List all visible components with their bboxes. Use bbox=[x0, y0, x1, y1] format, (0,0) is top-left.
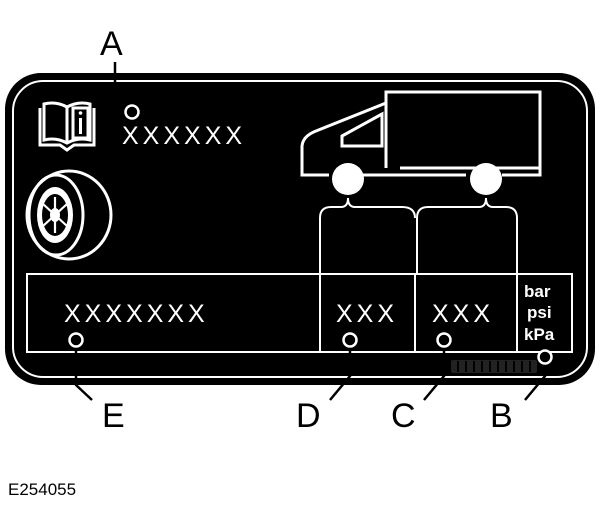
figure-id: E254055 bbox=[8, 480, 76, 499]
owner-manual-icon bbox=[38, 101, 96, 152]
tire-size-placeholder-text: XXXXXXX bbox=[64, 300, 209, 328]
pressure-table bbox=[26, 273, 573, 353]
tire-icon bbox=[25, 169, 113, 261]
callout-dots bbox=[68, 104, 553, 365]
front-pressure-placeholder-text: XXX bbox=[336, 300, 398, 328]
rear-pressure-placeholder-text: XXX bbox=[432, 300, 494, 328]
callout-label-c: C bbox=[391, 397, 416, 435]
callout-label-a: A bbox=[100, 25, 123, 63]
unit-bar: bar bbox=[524, 282, 551, 301]
info-placeholder-text: XXXXXX bbox=[122, 122, 246, 150]
unit-psi: psi bbox=[527, 303, 552, 322]
barcode-bars bbox=[457, 361, 531, 372]
placard-panel bbox=[5, 73, 595, 385]
front-wheel bbox=[332, 163, 364, 195]
leader-lines bbox=[74, 62, 547, 401]
callout-dot-e bbox=[68, 332, 84, 348]
callout-dot-d bbox=[342, 332, 358, 348]
callout-dot-a bbox=[124, 104, 140, 120]
barcode-strip bbox=[451, 360, 537, 373]
unit-kpa: kPa bbox=[524, 325, 555, 344]
callout-label-e: E bbox=[102, 397, 125, 435]
rear-wheel bbox=[470, 163, 502, 195]
callout-label-b: B bbox=[490, 397, 513, 435]
callout-dot-c bbox=[436, 332, 452, 348]
placard-inner-border bbox=[12, 80, 588, 378]
axle-brackets bbox=[319, 197, 518, 274]
callout-dot-b bbox=[537, 349, 553, 365]
vehicle-silhouette-icon bbox=[300, 90, 542, 177]
callout-label-d: D bbox=[296, 397, 321, 435]
